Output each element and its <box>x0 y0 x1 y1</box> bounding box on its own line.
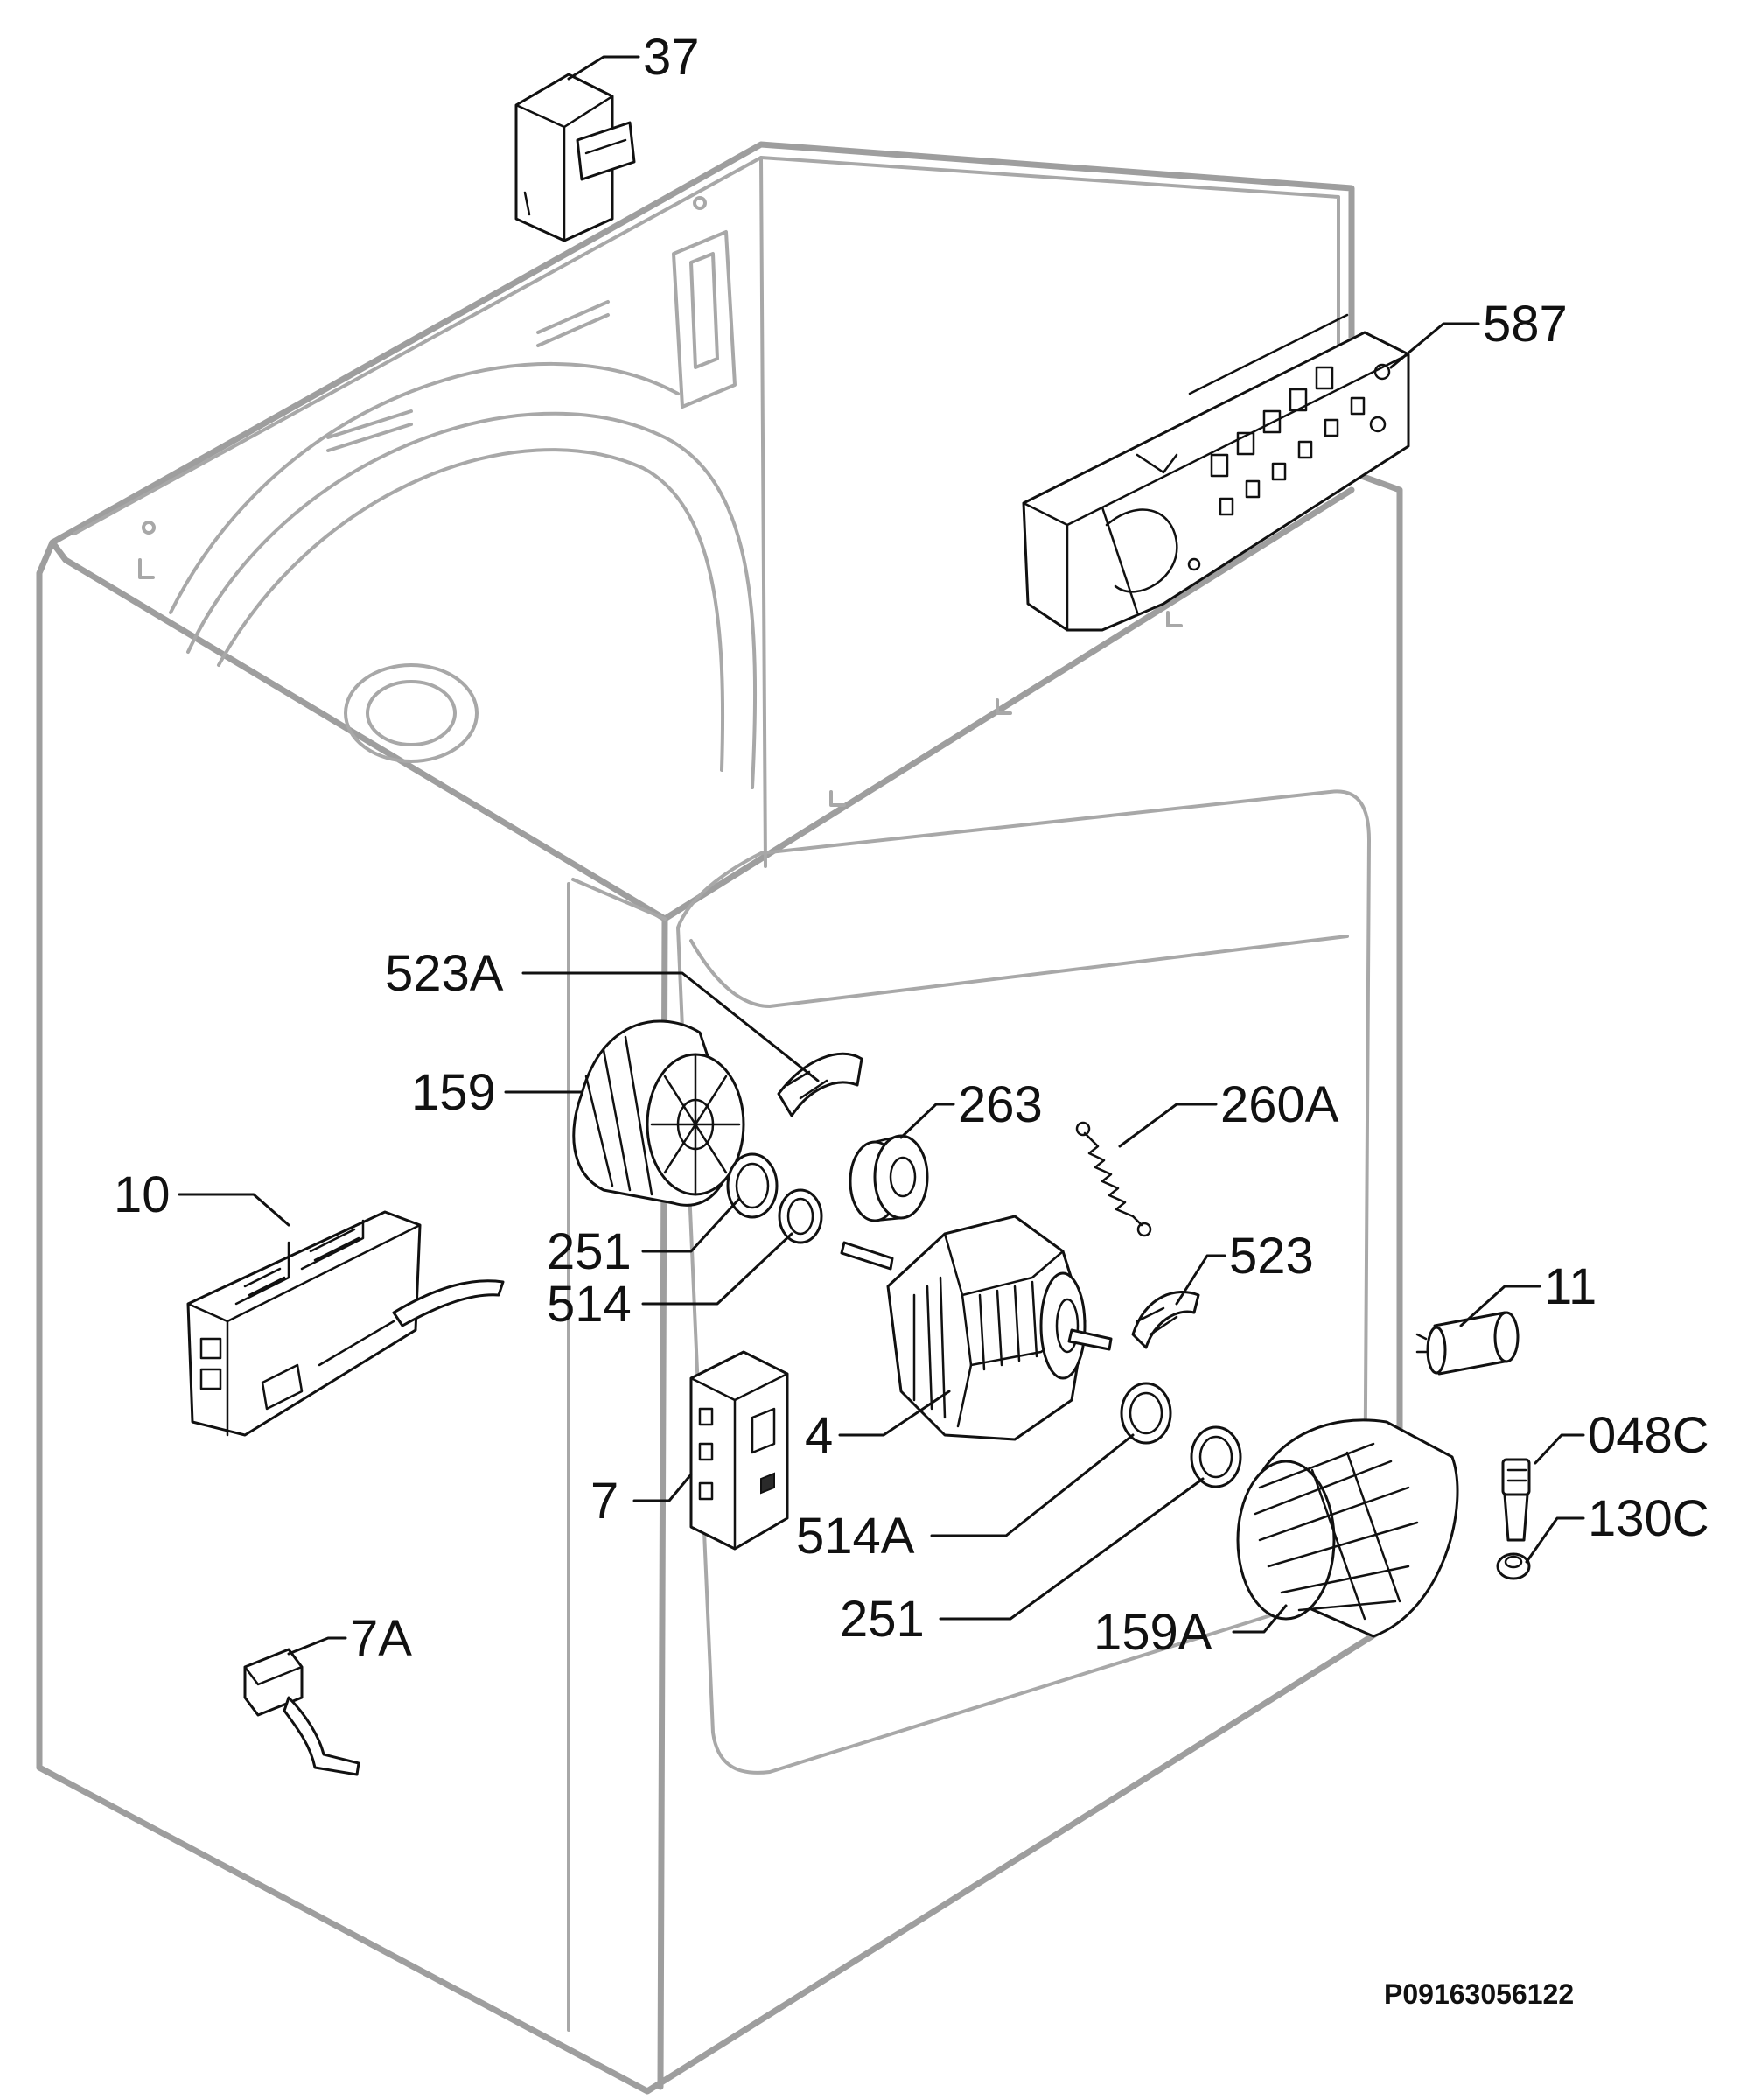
part-587-electronic-board <box>1022 313 1410 632</box>
callout-048c: 048C <box>1588 1407 1709 1464</box>
reference-code: P09163056122 <box>1384 1978 1574 2010</box>
callout-514: 514 <box>547 1276 632 1333</box>
callout-159: 159 <box>411 1064 496 1121</box>
part-523a-bracket <box>777 1052 863 1117</box>
part-11-capacitor <box>1415 1311 1520 1376</box>
part-7-door-switch <box>689 1350 789 1550</box>
callout-159a: 159A <box>1094 1604 1212 1661</box>
callout-260a: 260A <box>1220 1076 1339 1133</box>
callout-130c: 130C <box>1588 1490 1709 1547</box>
part-251-ring-bottom <box>1190 1425 1242 1488</box>
part-10-heater <box>186 1210 505 1437</box>
part-523-bracket <box>1131 1291 1200 1349</box>
callout-4: 4 <box>805 1407 833 1464</box>
part-514-seal <box>778 1188 823 1244</box>
part-514a-seal <box>1120 1382 1172 1445</box>
callout-labels: 37 587 523A 159 263 260A 10 251 514 523 … <box>114 29 1709 1667</box>
part-048c-sensor <box>1501 1458 1531 1542</box>
part-260a-spring <box>1075 1121 1152 1237</box>
callout-37: 37 <box>643 29 700 86</box>
part-37-filter <box>514 73 636 242</box>
part-130c-grommet <box>1496 1552 1531 1580</box>
part-7a-micro-switch <box>243 1648 360 1776</box>
leader-lines <box>178 55 1585 1656</box>
callout-11: 11 <box>1544 1258 1597 1315</box>
callout-251-top: 251 <box>547 1223 632 1280</box>
callout-523: 523 <box>1229 1228 1314 1284</box>
callout-523a: 523A <box>385 945 504 1002</box>
callout-10: 10 <box>114 1166 171 1223</box>
part-159a-impeller <box>1236 1418 1459 1638</box>
part-263-pulley <box>849 1134 929 1222</box>
callout-514a: 514A <box>796 1508 915 1564</box>
callout-263: 263 <box>958 1076 1043 1133</box>
part-251-ring-top <box>726 1152 779 1219</box>
part-4-motor <box>840 1214 1113 1441</box>
cabinet-housing <box>36 141 1403 2095</box>
callout-251-bottom: 251 <box>840 1591 925 1648</box>
part-159-wheel <box>572 1019 745 1207</box>
callout-587: 587 <box>1483 296 1568 353</box>
callout-7a: 7A <box>350 1610 412 1667</box>
callout-7: 7 <box>590 1473 618 1530</box>
